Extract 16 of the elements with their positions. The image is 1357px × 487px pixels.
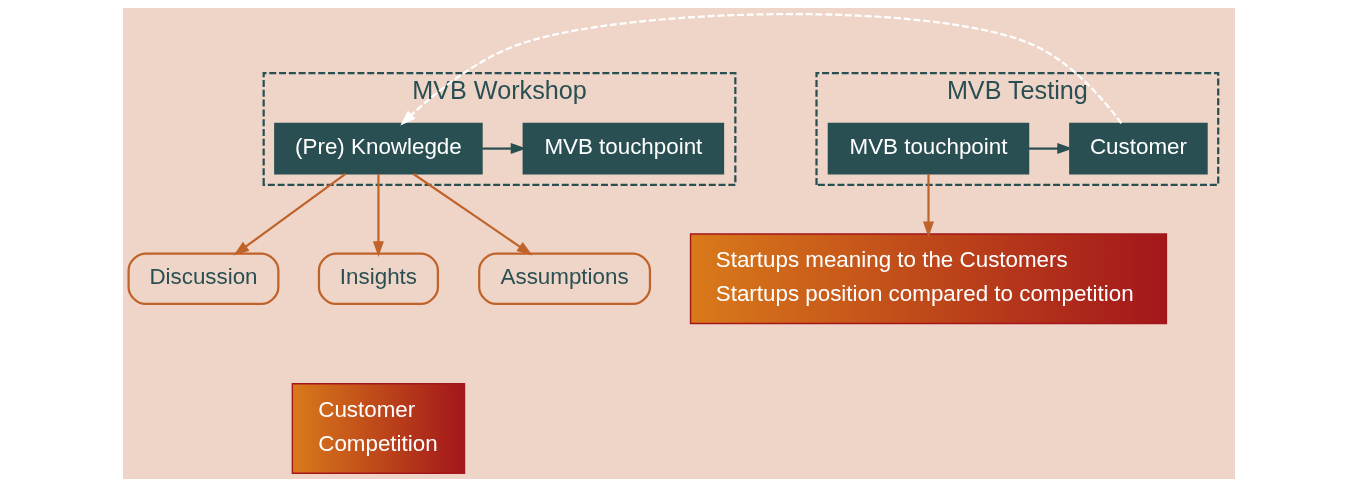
arrow xyxy=(233,173,346,256)
node-box: Insights xyxy=(317,252,439,306)
arrow xyxy=(1028,143,1073,155)
arrow xyxy=(922,173,934,238)
node-box: Assumptions xyxy=(477,252,651,306)
node-box: MVB touchpoint xyxy=(827,122,1029,175)
node-box: (Pre) Knowlegde xyxy=(273,122,483,175)
arrow xyxy=(399,13,1122,126)
node-box: Discussion xyxy=(126,252,279,306)
node-box: Customer xyxy=(1068,122,1208,175)
node-box: Startups meaning to the Customers Startups position compared to competition xyxy=(689,233,1167,325)
node-box: Customer Competition xyxy=(291,383,465,474)
node-box: MVB touchpoint xyxy=(522,122,724,175)
arrow xyxy=(372,173,384,257)
arrow xyxy=(481,143,526,155)
arrow xyxy=(412,173,533,256)
